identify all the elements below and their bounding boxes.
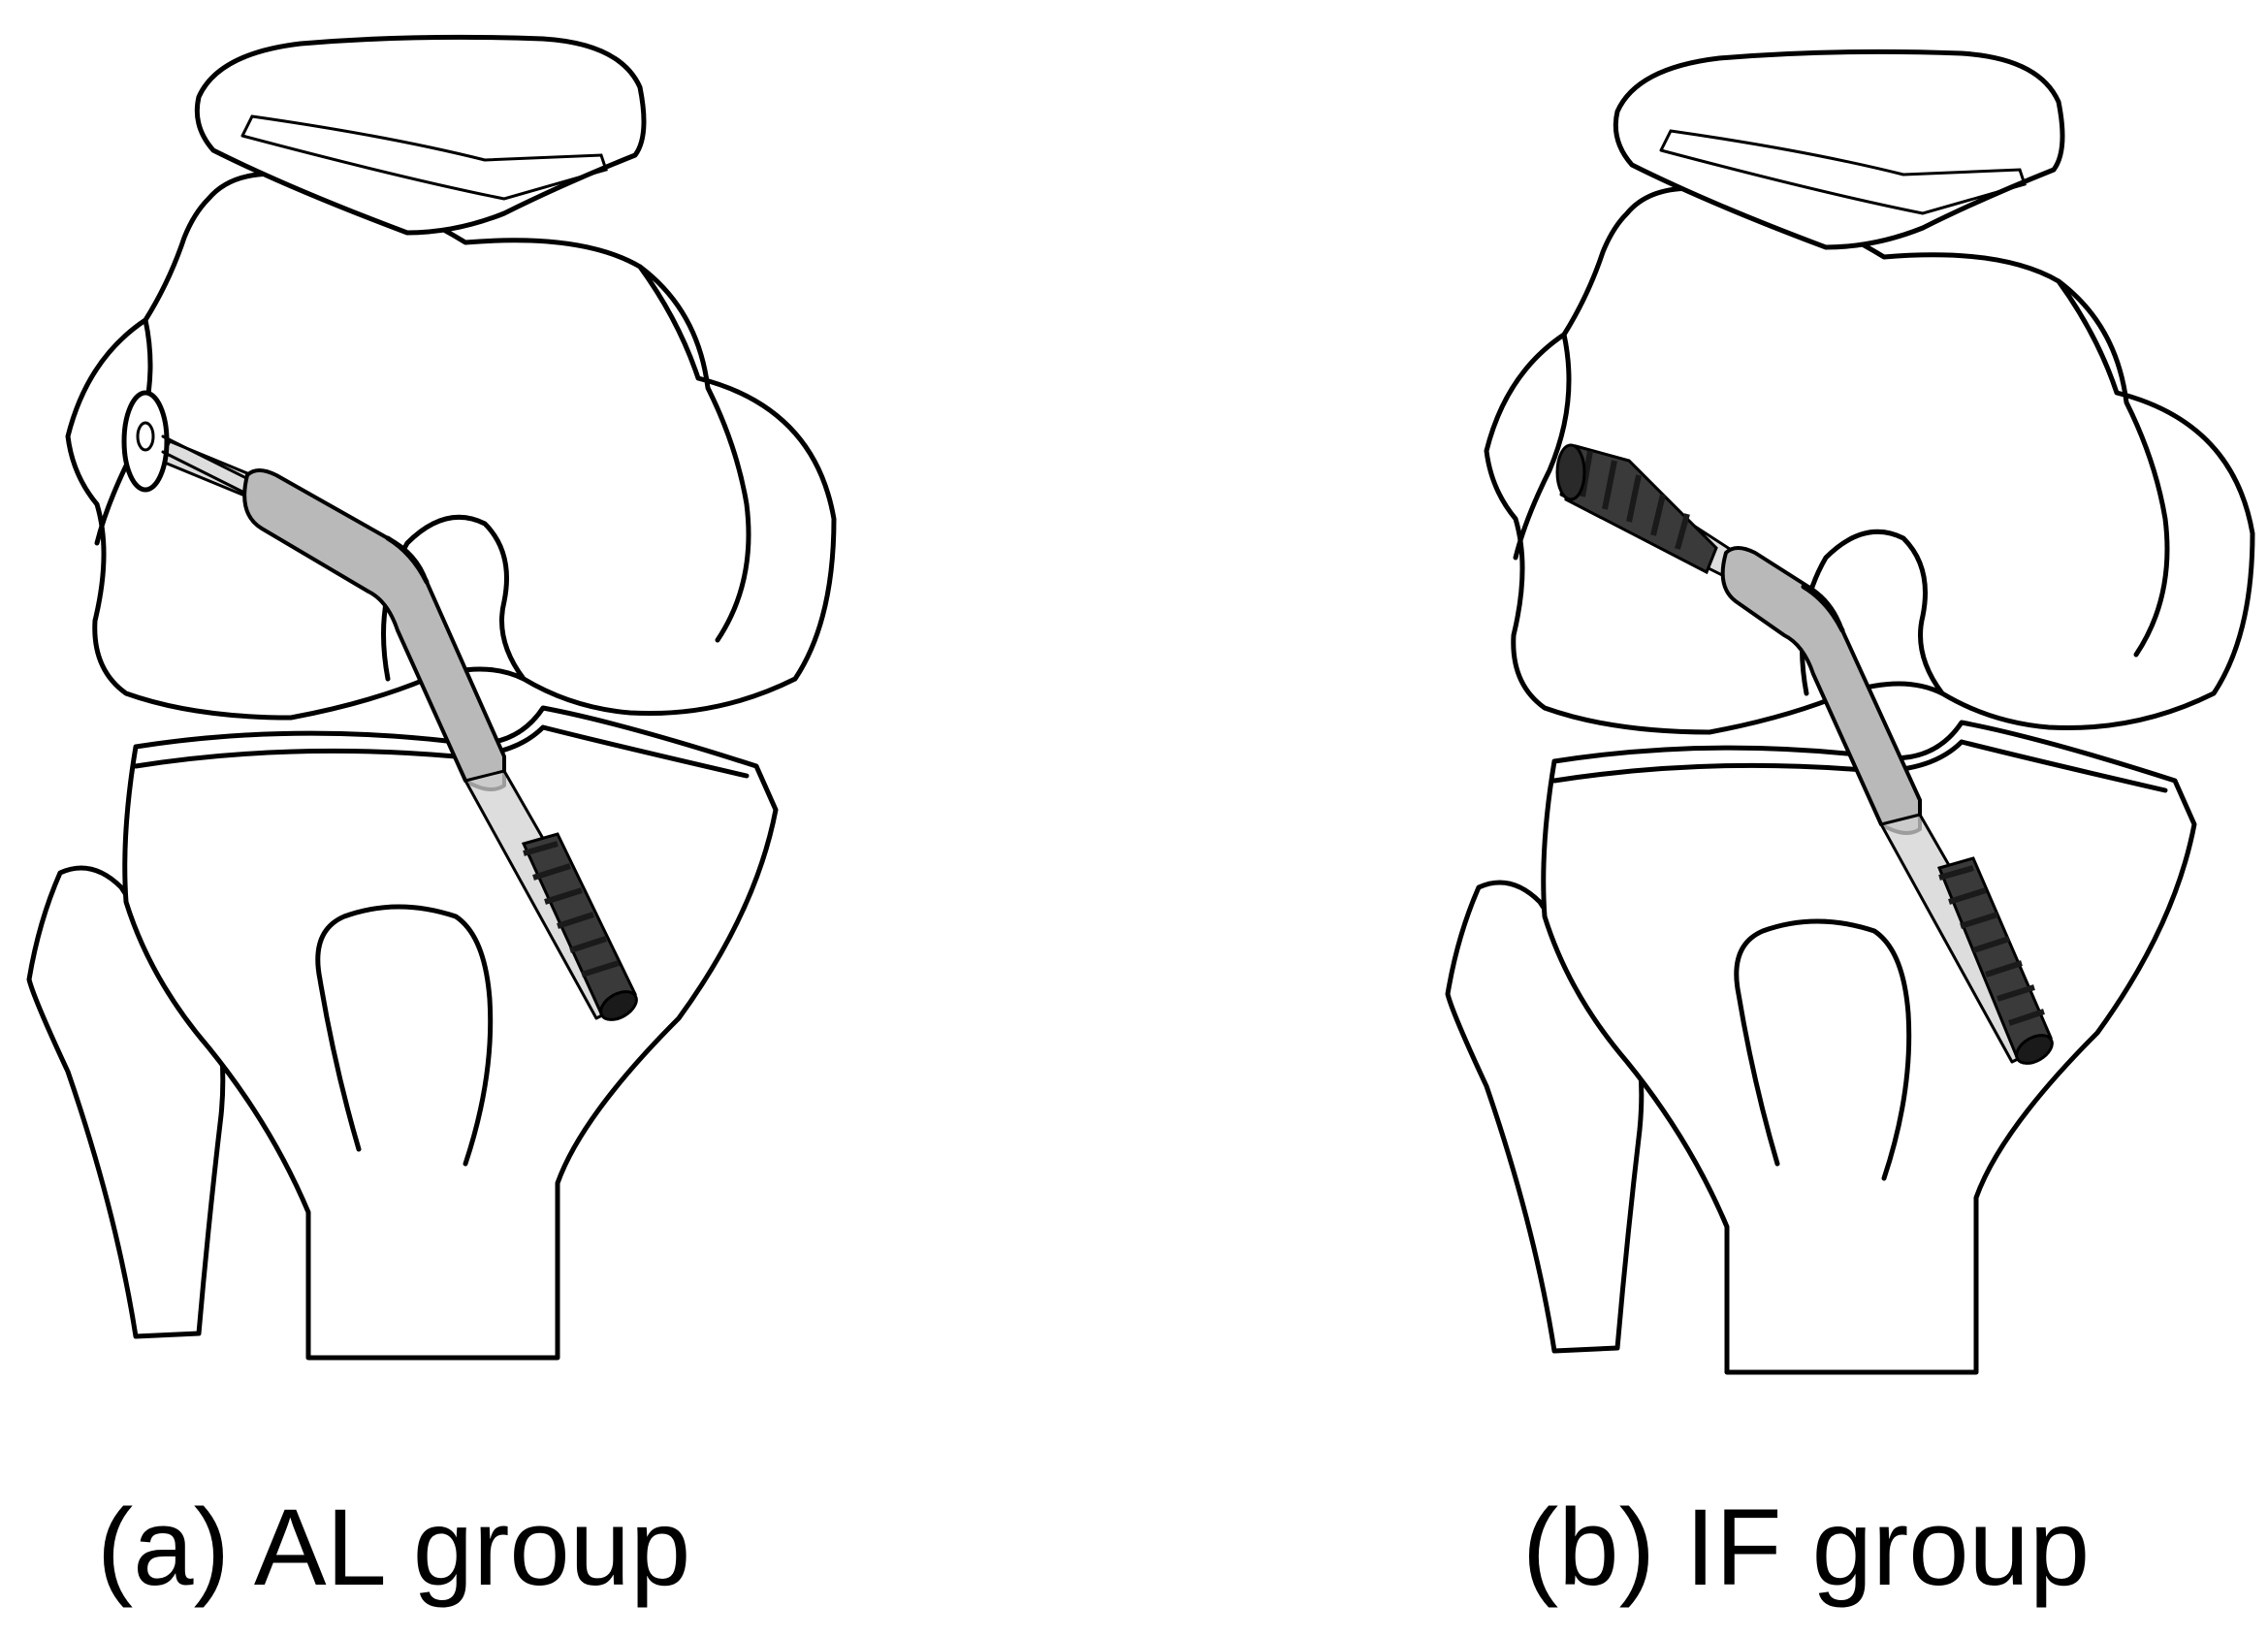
graft-junction-b [1801,584,1845,633]
femoral-lateral-line [1513,332,1572,561]
patella [194,34,647,236]
femur [65,171,837,721]
panel-a-al-group [26,34,837,1361]
patella [1613,48,2065,250]
tibial-plateau-line [133,724,750,779]
tibia [1541,720,2197,1375]
tibial-notch-outline [315,904,494,1167]
patella-facet [1659,129,2027,215]
tibial-notch-outline [1734,918,1912,1181]
tibial-screw-b [1936,856,2054,1065]
tibial-plateau-line [1551,739,2168,793]
tibia [122,705,779,1361]
femoral-condyle-line [2056,278,2170,658]
tibial-screw-a [521,832,638,1021]
femur [1484,185,2255,735]
graft-junction-a [385,535,430,585]
button-suture [161,434,252,495]
button-hole [136,421,155,452]
femoral-screw-b [1555,443,1718,575]
panel-b-if-group [1445,48,2255,1375]
panel-a-caption: (a) AL group [97,1487,691,1608]
panel-b-caption: (b) IF group [1522,1487,2091,1608]
femoral-condyle-line [637,264,751,643]
patella-facet [240,114,608,201]
suspensory-button [121,390,170,493]
